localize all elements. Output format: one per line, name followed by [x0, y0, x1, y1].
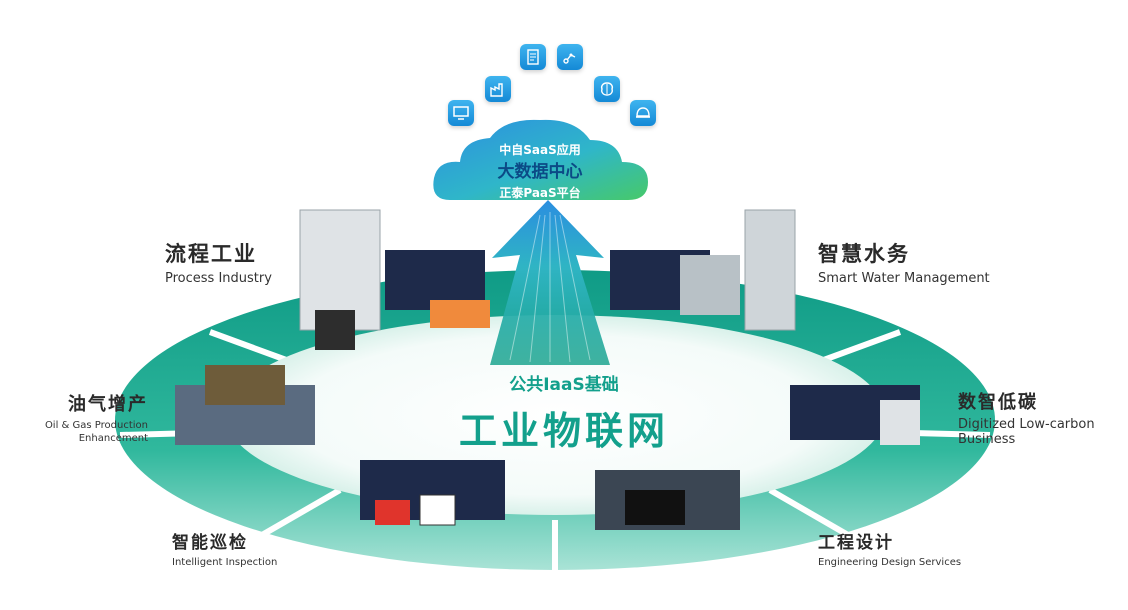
sector-en: Process Industry [165, 271, 272, 286]
robot-arm-icon[interactable] [557, 44, 583, 70]
helmet-icon[interactable] [630, 100, 656, 126]
sector-zh: 智慧水务 [818, 242, 910, 266]
oil-gas-screens [175, 365, 315, 445]
sector-en: Oil & Gas Production Enhancement [44, 420, 148, 444]
cloud-bigdata-label: 大数据中心 [497, 162, 583, 182]
sector-en: Engineering Design Services [818, 557, 962, 568]
sector-en: Intelligent Inspection [172, 557, 278, 568]
inspection-equipment [360, 460, 505, 526]
sector-en: Smart Water Management [818, 271, 990, 286]
sector-zh: 流程工业 [165, 242, 257, 266]
iot-title: 工业物联网 [458, 409, 669, 453]
upward-arrow [490, 200, 610, 365]
sector-zh: 工程设计 [818, 533, 894, 553]
cloud-shape [433, 119, 648, 200]
brain-icon[interactable] [594, 76, 620, 102]
sector-zh: 数智低碳 [958, 392, 1038, 413]
sector-zh: 智能巡检 [172, 533, 248, 553]
low-carbon-devices [790, 385, 920, 445]
arrow-streaks [509, 212, 591, 363]
cloud-saas-label: 中自SaaS应用 [499, 143, 581, 157]
sector-engineering: 工程设计 Engineering Design Services [818, 528, 961, 569]
sector-low-carbon: 数智低碳 Digitized Low-carbon Business [958, 388, 1095, 447]
smart-water-equipment [610, 209, 796, 331]
sector-en: Digitized Low-carbon Business [958, 417, 1095, 447]
factory-icon[interactable] [485, 76, 511, 102]
cloud-paas-label: 正泰PaaS平台 [499, 186, 581, 200]
monitor-icon[interactable] [448, 100, 474, 126]
engineering-screens [595, 470, 740, 530]
iaas-label: 公共IaaS基础 [509, 375, 619, 395]
sector-process-industry: 流程工业 Process Industry [165, 238, 272, 286]
sector-zh: 油气增产 [68, 394, 148, 415]
sector-inspection: 智能巡检 Intelligent Inspection [172, 528, 277, 569]
document-icon[interactable] [520, 44, 546, 70]
process-industry-equipment [299, 209, 490, 350]
sector-smart-water: 智慧水务 Smart Water Management [818, 238, 990, 286]
sector-oil-gas: 油气增产 Oil & Gas Production Enhancement [30, 390, 148, 445]
